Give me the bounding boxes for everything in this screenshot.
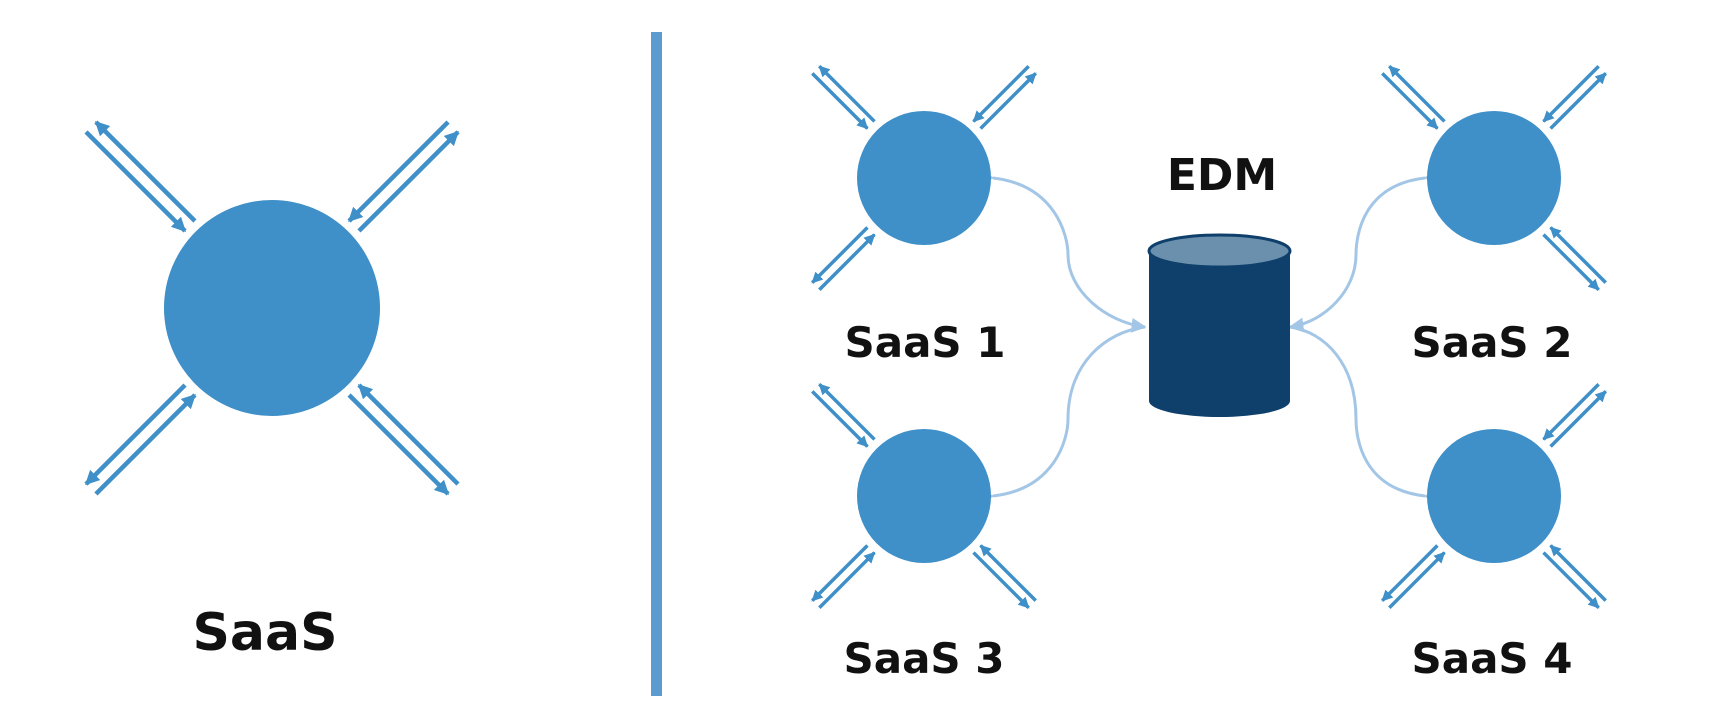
edm-connectors [978,169,1440,505]
saas4-arrow-pair-3-outbound-arrow [1542,551,1600,609]
connector-saas4-edm [1289,325,1440,505]
left-arrow-pair-3-inbound-arrow [94,393,197,496]
saas2-node [1427,111,1561,245]
saas4-arrow-pair-2-inbound-arrow [1388,551,1446,609]
left-arrow-pair-4-inbound-arrow [357,383,460,486]
left-arrow-pairs [84,120,460,496]
connector-saas2-edm [1288,169,1440,333]
right-arrow-pairs [811,65,1607,609]
saas4-node [1427,429,1561,563]
saas2-arrow-pair-2-outbound-arrow [1549,72,1607,130]
saas2-arrow-pair-3-inbound-arrow [1549,226,1607,284]
left-panel: SaaS [84,120,460,663]
saas1-arrow-pair-2-inbound-arrow [972,65,1030,123]
connector-saas3-edm [978,325,1146,505]
saas1-arrow-pair-2-outbound-arrow [979,72,1037,130]
left-arrow-pair-2-outbound-arrow [357,130,460,233]
saas4-arrow-pair-2-outbound-arrow [1381,544,1439,602]
saas1-arrow-pair-3-outbound-arrow [811,226,869,284]
saas1-arrow-pair-1-outbound-arrow [818,65,876,123]
panel-divider [651,32,662,696]
saas1-label: SaaS 1 [844,318,1005,367]
saas2-arrow-pair-2-inbound-arrow [1542,65,1600,123]
saas-node-large [164,200,380,416]
saas2-arrow-pair-3-outbound-arrow [1542,233,1600,291]
saas4-arrow-pair-1-inbound-arrow [1542,383,1600,441]
saas3-arrow-pair-2-outbound-arrow [811,544,869,602]
connector-saas1-edm [978,169,1147,333]
saas1-arrow-pair-1-inbound-arrow [811,72,869,130]
edm-database-icon [1147,233,1292,417]
saas3-node [857,429,991,563]
left-arrow-pair-1-inbound-arrow [84,130,187,233]
edm-label: EDM [1167,150,1277,201]
saas3-arrow-pair-3-outbound-arrow [972,551,1030,609]
left-arrow-pair-1-outbound-arrow [94,120,197,223]
saas3-arrow-pair-1-inbound-arrow [811,390,869,448]
left-arrow-pair-4-outbound-arrow [347,393,450,496]
saas2-label: SaaS 2 [1411,318,1572,367]
saas3-arrow-pair-3-inbound-arrow [979,544,1037,602]
saas1-node [857,111,991,245]
left-arrow-pair-2-inbound-arrow [347,120,450,223]
saas3-arrow-pair-1-outbound-arrow [818,383,876,441]
saas-label: SaaS [192,603,337,663]
saas1-arrow-pair-3-inbound-arrow [818,233,876,291]
saas4-label: SaaS 4 [1411,634,1572,683]
saas2-arrow-pair-1-outbound-arrow [1388,65,1446,123]
saas4-arrow-pair-1-outbound-arrow [1549,390,1607,448]
left-arrow-pair-3-outbound-arrow [84,383,187,486]
saas3-arrow-pair-2-inbound-arrow [818,551,876,609]
saas3-label: SaaS 3 [843,634,1004,683]
saas2-arrow-pair-1-inbound-arrow [1381,72,1439,130]
right-panel: EDM SaaS 1 SaaS 2 SaaS 3 SaaS 4 [811,65,1607,683]
saas4-arrow-pair-3-inbound-arrow [1549,544,1607,602]
